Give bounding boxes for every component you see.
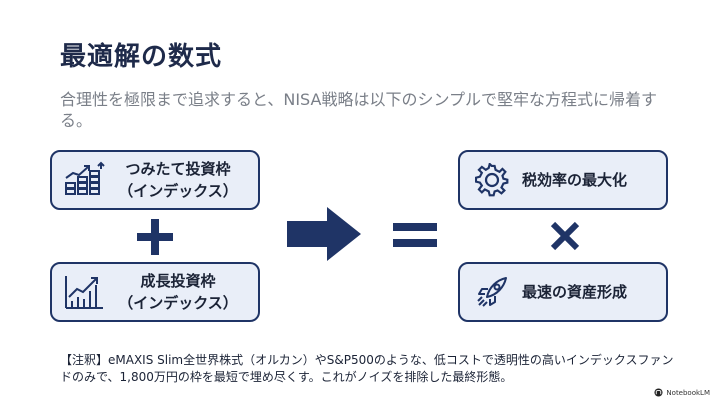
notebooklm-logo-icon — [654, 388, 663, 397]
card-tsumitate-title: つみたて投資枠 — [125, 160, 231, 178]
footnote: 【注釈】eMAXIS Slim全世界株式（オルカン）やS&P500のような、低コ… — [60, 353, 674, 384]
card-tax-efficiency: 税効率の最大化 — [458, 150, 668, 210]
page-subtitle: 合理性を極限まで追求すると、NISA戦略は以下のシンプルで堅牢な方程式に帰着する… — [60, 90, 657, 130]
page-title: 最適解の数式 — [60, 42, 223, 72]
card-seicho-title: 成長投資枠 — [140, 272, 216, 290]
equals-icon — [390, 215, 440, 255]
card-asset-growth-label: 最速の資産形成 — [522, 283, 628, 301]
arrow-right-icon — [287, 205, 363, 263]
plus-icon — [133, 215, 177, 259]
card-seicho: 成長投資枠 （インデックス） — [50, 262, 260, 322]
card-tsumitate-sub: （インデックス） — [118, 182, 238, 200]
brand-watermark: NotebookLM — [654, 388, 710, 397]
rocket-icon — [470, 270, 514, 314]
card-asset-growth: 最速の資産形成 — [458, 262, 668, 322]
rising-chart-icon — [62, 270, 106, 314]
card-seicho-sub: （インデックス） — [118, 294, 238, 312]
times-icon — [545, 216, 585, 256]
card-tax-efficiency-label: 税効率の最大化 — [522, 171, 628, 189]
card-tsumitate: つみたて投資枠 （インデックス） — [50, 150, 260, 210]
brand-label: NotebookLM — [666, 388, 710, 397]
gear-icon — [470, 158, 514, 202]
stacked-coins-growth-icon — [62, 158, 106, 202]
